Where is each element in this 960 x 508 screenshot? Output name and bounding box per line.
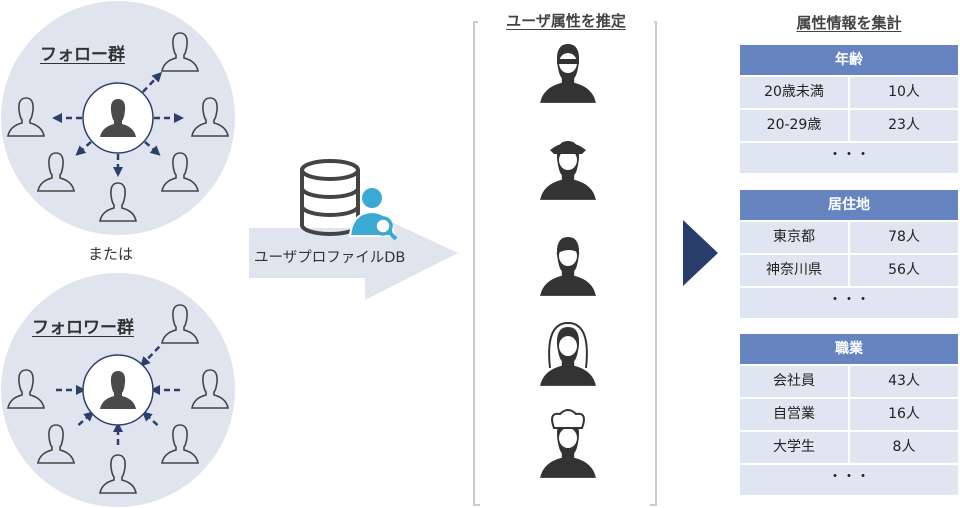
user-silhouette-icon — [540, 237, 596, 296]
estimated-person-icons — [540, 44, 596, 478]
cell-value: 10人 — [850, 77, 958, 108]
table-header: 居住地 — [740, 190, 958, 220]
student-icon — [540, 237, 596, 296]
more-rows: ・・・ — [740, 465, 958, 495]
more-rows: ・・・ — [740, 288, 958, 318]
table-header: 年齢 — [740, 45, 958, 75]
user-silhouette-icon — [100, 99, 136, 137]
cell-label: 20歳未満 — [740, 77, 848, 108]
user-outline-icon — [99, 182, 137, 222]
follow-group-diagram — [1, 1, 235, 235]
or-label: または — [88, 245, 134, 263]
user-outline-icon — [191, 97, 229, 137]
aggregate-title: 属性情報を集計 — [796, 14, 902, 32]
glasses-woman-icon — [540, 44, 596, 103]
user-silhouette-icon — [540, 327, 596, 386]
user-silhouette-icon — [540, 419, 596, 478]
more-rows: ・・・ — [740, 143, 958, 173]
user-outline-icon — [7, 369, 45, 409]
estimate-title: ユーザ属性を推定 — [478, 10, 654, 31]
arrow-head — [150, 385, 160, 395]
police-officer-icon — [540, 141, 596, 200]
user-outline-icon — [191, 369, 229, 409]
chef-icon — [540, 409, 596, 478]
user-profile-db-label: ユーザプロファイルDB — [254, 250, 406, 266]
follower-group-title: フォロワー群 — [32, 318, 134, 338]
arrow-head — [75, 145, 87, 156]
cell-label: 会社員 — [740, 366, 848, 397]
cell-label: 大学生 — [740, 432, 848, 463]
user-outline-icon — [37, 424, 75, 464]
user-outline-icon — [161, 32, 199, 72]
cell-label: 神奈川県 — [740, 255, 848, 286]
arrow-head — [113, 167, 123, 177]
user-silhouette-icon — [540, 44, 596, 103]
cell-label: 自営業 — [740, 399, 848, 430]
dashed-arrow — [141, 73, 161, 93]
cell-value: 43人 — [850, 366, 958, 397]
arrow-head — [149, 145, 161, 156]
database-icon — [300, 159, 360, 236]
arrow-head — [174, 113, 184, 123]
user-search-icon — [348, 188, 398, 241]
user-outline-icon — [7, 97, 45, 137]
arrow-head — [76, 385, 86, 395]
user-silhouette-icon — [540, 141, 596, 200]
dashed-arrow — [141, 345, 161, 365]
user-outline-icon — [161, 304, 199, 344]
user-outline-icon — [161, 152, 199, 192]
arrow-head — [52, 113, 62, 123]
cell-value: 16人 — [850, 399, 958, 430]
cell-label: 20-29歳 — [740, 110, 848, 141]
next-step-arrow — [683, 220, 718, 286]
table-header: 職業 — [740, 334, 958, 364]
arrow-head — [151, 71, 163, 83]
user-outline-icon — [37, 152, 75, 192]
cell-value: 78人 — [850, 222, 958, 253]
cell-label: 東京都 — [740, 222, 848, 253]
db-flow-arrow — [249, 212, 458, 300]
user-outline-icon — [161, 424, 199, 464]
user-silhouette-icon — [100, 371, 136, 409]
cell-value: 8人 — [850, 432, 958, 463]
arrow-head — [113, 422, 123, 432]
follow-group-title: フォロー群 — [40, 45, 125, 65]
user-outline-icon — [99, 454, 137, 494]
bride-icon — [540, 321, 596, 386]
cell-value: 23人 — [850, 110, 958, 141]
follower-group-diagram — [1, 273, 235, 507]
follow-diagrams — [1, 1, 235, 507]
cell-value: 56人 — [850, 255, 958, 286]
